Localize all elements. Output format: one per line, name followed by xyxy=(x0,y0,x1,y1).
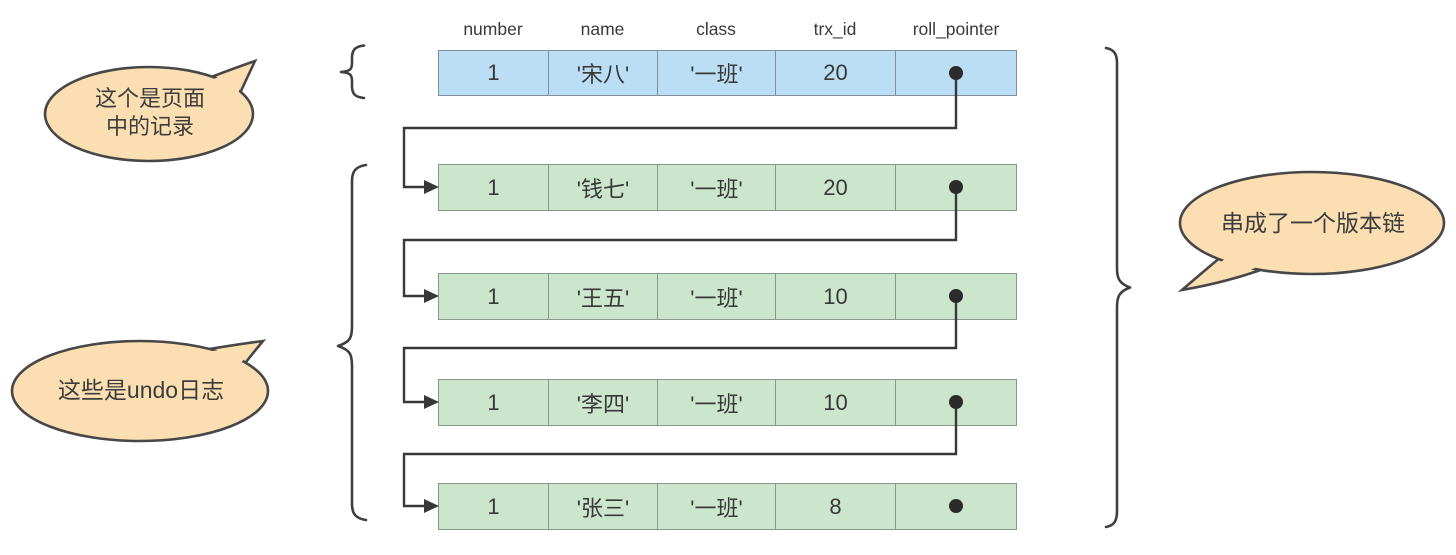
cell-trx-id: 8 xyxy=(776,484,896,529)
cell-number: 1 xyxy=(439,484,549,529)
callout-page-record-line2: 中的记录 xyxy=(105,114,194,139)
callout-version-chain-tail xyxy=(1177,254,1271,293)
page-record-row: 1 '宋八' '一班' 20 xyxy=(438,50,1017,96)
undo-logs-brace xyxy=(336,163,368,522)
cell-class: '一班' xyxy=(658,484,776,529)
cell-name: '张三' xyxy=(549,484,658,529)
arrowhead-2 xyxy=(424,289,439,303)
cell-roll-pointer xyxy=(896,380,1016,425)
cell-name: '王五' xyxy=(549,274,658,319)
undo-log-row-1: 1 '钱七' '一班' 20 xyxy=(438,164,1017,211)
cell-class: '一班' xyxy=(658,380,776,425)
cell-number: 1 xyxy=(439,274,549,319)
arrowhead-4 xyxy=(424,499,439,513)
callout-undo-logs-text: 这些是undo日志 xyxy=(57,377,225,403)
page-record-brace xyxy=(339,44,366,100)
column-header-trx-id: trx_id xyxy=(813,18,857,39)
cell-roll-pointer xyxy=(896,484,1016,529)
arrowhead-1 xyxy=(424,180,439,194)
cell-name: '宋八' xyxy=(549,51,658,95)
column-headers: number name class trx_id roll_pointer xyxy=(438,16,1017,42)
cell-number: 1 xyxy=(439,51,549,95)
cell-trx-id: 20 xyxy=(776,165,896,210)
cell-trx-id: 10 xyxy=(776,274,896,319)
cell-class: '一班' xyxy=(658,165,776,210)
cell-name: '钱七' xyxy=(549,165,658,210)
undo-log-row-4: 1 '张三' '一班' 8 xyxy=(438,483,1017,530)
arrowhead-3 xyxy=(424,395,439,409)
column-header-class: class xyxy=(696,18,736,39)
undo-log-row-3: 1 '李四' '一班' 10 xyxy=(438,379,1017,426)
callout-version-chain-tail-patch xyxy=(1193,258,1260,285)
version-chain-brace xyxy=(1104,46,1132,529)
column-header-name: name xyxy=(580,18,625,39)
cell-class: '一班' xyxy=(658,51,776,95)
cell-roll-pointer xyxy=(896,165,1016,210)
cell-number: 1 xyxy=(439,165,549,210)
callout-page-record-text: 这个是页面 中的记录 xyxy=(45,85,255,141)
callout-page-record-line1: 这个是页面 xyxy=(94,86,205,111)
cell-roll-pointer xyxy=(896,274,1016,319)
cell-trx-id: 10 xyxy=(776,380,896,425)
undo-log-row-2: 1 '王五' '一班' 10 xyxy=(438,273,1017,320)
cell-trx-id: 20 xyxy=(776,51,896,95)
cell-name: '李四' xyxy=(549,380,658,425)
cell-roll-pointer xyxy=(896,51,1016,95)
column-header-number: number xyxy=(463,18,523,39)
cell-class: '一班' xyxy=(658,274,776,319)
callout-version-chain-text: 串成了一个版本链 xyxy=(1221,210,1405,236)
callout-undo-logs-tail-patch xyxy=(196,345,254,368)
cell-number: 1 xyxy=(439,380,549,425)
callout-undo-logs-tail xyxy=(187,339,267,376)
column-header-roll-pointer: roll_pointer xyxy=(912,18,1000,39)
